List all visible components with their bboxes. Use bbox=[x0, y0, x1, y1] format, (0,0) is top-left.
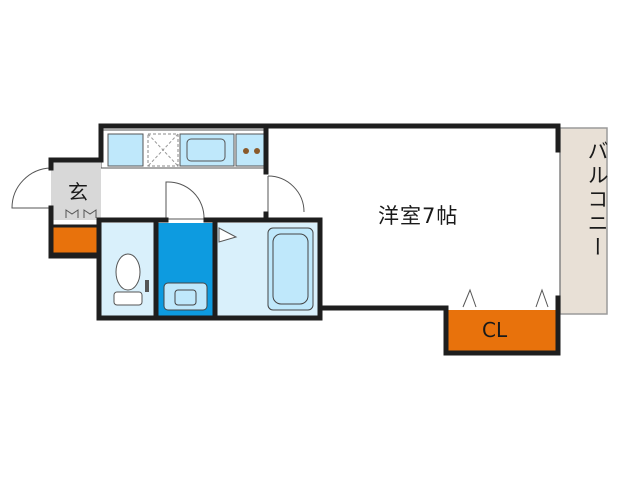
closet-label: CL bbox=[482, 318, 508, 342]
western-room-label: 洋室7帖 bbox=[378, 204, 459, 228]
toilet-icon bbox=[115, 253, 141, 291]
room-door bbox=[267, 175, 305, 213]
balcony-area bbox=[559, 127, 608, 315]
bath-door bbox=[218, 227, 238, 243]
entrance-label: 玄 bbox=[68, 180, 88, 204]
entrance-floor bbox=[51, 160, 101, 220]
stove-icon bbox=[235, 133, 267, 167]
balcony-label: バルコニー bbox=[585, 140, 609, 260]
entrance-door bbox=[11, 167, 52, 209]
refrigerator-icon bbox=[107, 133, 144, 167]
entrance-storage bbox=[50, 224, 100, 256]
closet bbox=[446, 310, 558, 353]
shoe-box-icon bbox=[65, 209, 97, 218]
closet-doors bbox=[462, 288, 549, 308]
walls bbox=[48, 123, 561, 356]
